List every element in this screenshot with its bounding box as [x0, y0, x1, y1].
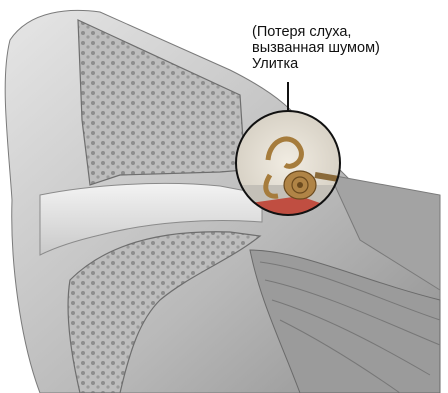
callout-line-1: (Потеря слуха,	[252, 24, 442, 40]
callout-line-3: Улитка	[252, 56, 442, 72]
callout-line-2: вызванная шумом)	[252, 40, 442, 56]
cochlea-callout-label: (Потеря слуха, вызванная шумом) Улитка	[252, 24, 442, 72]
